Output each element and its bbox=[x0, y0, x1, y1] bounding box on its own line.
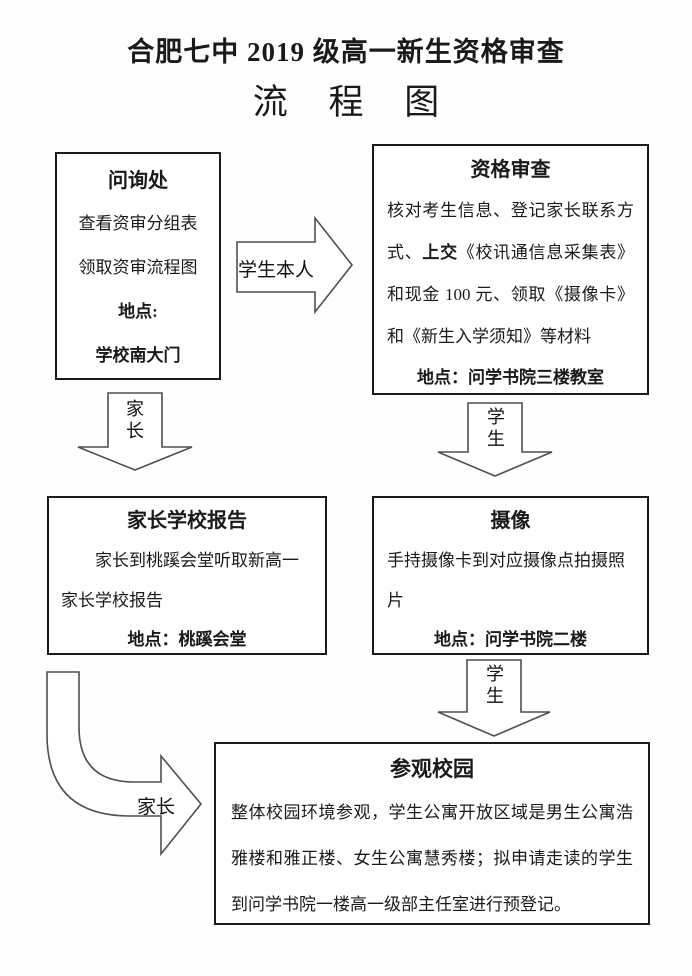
box-campus-tour: 参观校园 整体校园环境参观，学生公寓开放区域是男生公寓浩雅楼和雅正楼、女生公寓慧… bbox=[214, 742, 650, 925]
box-qualification-location: 地点：问学书院三楼教室 bbox=[417, 368, 604, 387]
box-qualification-body-rest: 《校讯通信息采集表》和现金 100 元、领取《摄像卡》和《新生入学须知》等材料 bbox=[387, 243, 635, 346]
box-inquiry-title: 问询处 bbox=[108, 170, 168, 192]
box-photo: 摄像 手持摄像卡到对应摄像点拍摄照片 地点：问学书院二楼 bbox=[372, 496, 649, 655]
box-campus-tour-title: 参观校园 bbox=[390, 757, 474, 781]
arrow-label-student-down-1: 学生 bbox=[487, 407, 505, 449]
box-photo-body: 手持摄像卡到对应摄像点拍摄照片 bbox=[387, 551, 625, 610]
box-photo-location: 地点：问学书院二楼 bbox=[434, 630, 587, 649]
arrow-label-student-self: 学生本人 bbox=[237, 260, 314, 281]
box-parent-report: 家长学校报告 家长到桃蹊会堂听取新高一家长学校报告 地点：桃蹊会堂 bbox=[47, 496, 327, 655]
box-inquiry-location-label: 地点: bbox=[118, 302, 158, 321]
box-qualification-body-bold: 上交 bbox=[422, 243, 458, 262]
box-photo-title: 摄像 bbox=[490, 510, 531, 532]
box-parent-report-body: 家长到桃蹊会堂听取新高一家长学校报告 bbox=[61, 551, 299, 610]
box-inquiry-line-2: 领取资审流程图 bbox=[78, 258, 198, 277]
arrow-label-student-down-2: 学生 bbox=[486, 664, 504, 706]
arrow-student-down-1 bbox=[437, 402, 553, 477]
page-subtitle: 流 程 图 bbox=[252, 83, 456, 122]
box-qualification: 资格审查 核对考生信息、登记家长联系方式、上交《校讯通信息采集表》和现金 100… bbox=[372, 144, 649, 395]
page-title: 合肥七中 2019 级高一新生资格审查 bbox=[127, 37, 565, 67]
arrow-parent-curved bbox=[46, 671, 203, 857]
box-qualification-title: 资格审查 bbox=[470, 159, 551, 181]
box-inquiry: 问询处 查看资审分组表 领取资审流程图 地点: 学校南大门 bbox=[55, 152, 221, 380]
box-qualification-body-text: 核对考生信息、登记家长联系方式、 bbox=[387, 201, 634, 262]
arrow-student-down-2 bbox=[437, 659, 551, 737]
arrow-student-self bbox=[236, 215, 354, 315]
box-parent-report-title: 家长学校报告 bbox=[127, 510, 247, 532]
arrow-parent-down bbox=[77, 392, 193, 471]
box-inquiry-location: 学校南大门 bbox=[95, 346, 181, 365]
box-qualification-body: 核对考生信息、登记家长联系方式、上交《校讯通信息采集表》和现金 100 元、领取… bbox=[387, 190, 634, 358]
box-inquiry-line-1: 查看资审分组表 bbox=[78, 214, 198, 233]
box-parent-report-location: 地点：桃蹊会堂 bbox=[127, 630, 247, 649]
arrow-label-parent-down: 家长 bbox=[126, 399, 144, 441]
box-campus-tour-body: 整体校园环境参观，学生公寓开放区域是男生公寓浩雅楼和雅正楼、女生公寓慧秀楼；拟申… bbox=[231, 803, 633, 914]
arrow-label-parent-curved: 家长 bbox=[136, 797, 175, 818]
